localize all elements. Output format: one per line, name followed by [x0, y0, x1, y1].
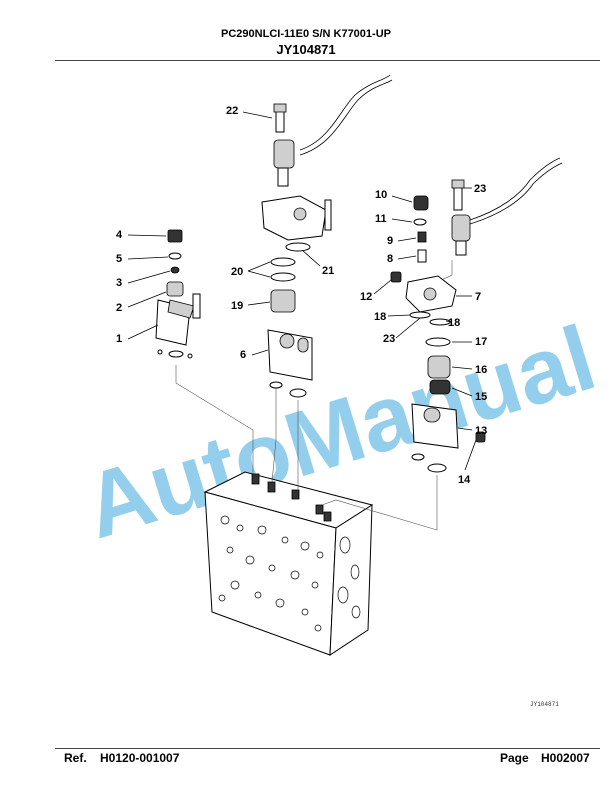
connection-lines — [175, 260, 453, 531]
drawing-code: JY104871 — [530, 701, 559, 708]
callout-13: 13 — [475, 425, 487, 437]
callout-14: 14 — [458, 474, 471, 486]
valve-block — [203, 471, 374, 656]
page-label: Page — [500, 751, 529, 765]
footer-divider — [55, 748, 600, 749]
callout-4: 4 — [116, 229, 123, 241]
callout-3: 3 — [116, 277, 122, 289]
callout-12: 12 — [360, 291, 372, 303]
ref-label: Ref. — [64, 751, 87, 765]
callout-19: 23 — [383, 333, 395, 345]
callout-numbers: 22 4 5 3 2 1 20 19 6 21 23 10 11 9 8 12 … — [116, 105, 487, 486]
callout-17: 17 — [475, 336, 487, 348]
header-divider — [55, 60, 600, 61]
ref-value: H0120-001007 — [100, 751, 180, 765]
right-parts-group — [390, 157, 563, 473]
left-parts-group — [155, 229, 201, 359]
callout-1: 1 — [116, 333, 122, 345]
callout-16: 16 — [475, 364, 487, 376]
callout-11: 11 — [375, 213, 387, 225]
callout-21: 20 — [231, 266, 243, 278]
callout-22: 21 — [322, 265, 334, 277]
callout-8: 8 — [387, 253, 393, 265]
callout-10: 10 — [375, 189, 387, 201]
callout-15: 15 — [475, 391, 487, 403]
callout-9: 9 — [387, 235, 393, 247]
callout-18-right: 18 — [448, 317, 460, 329]
model-title: PC290NLCI-11E0 S/N K77001-UP — [221, 28, 391, 40]
callout-18-left: 18 — [374, 311, 386, 323]
middle-parts-group — [261, 74, 393, 398]
drawing-id: JY104871 — [276, 42, 336, 57]
callout-6: 6 — [240, 349, 246, 361]
callout-23-left: 22 — [226, 105, 238, 117]
callout-5: 5 — [116, 253, 122, 265]
callout-leaders — [127, 111, 477, 471]
callout-20: 19 — [231, 300, 243, 312]
callout-7: 7 — [475, 291, 481, 303]
page-value: H002007 — [541, 751, 590, 765]
callout-23-right: 23 — [474, 183, 486, 195]
callout-2: 2 — [116, 302, 122, 314]
